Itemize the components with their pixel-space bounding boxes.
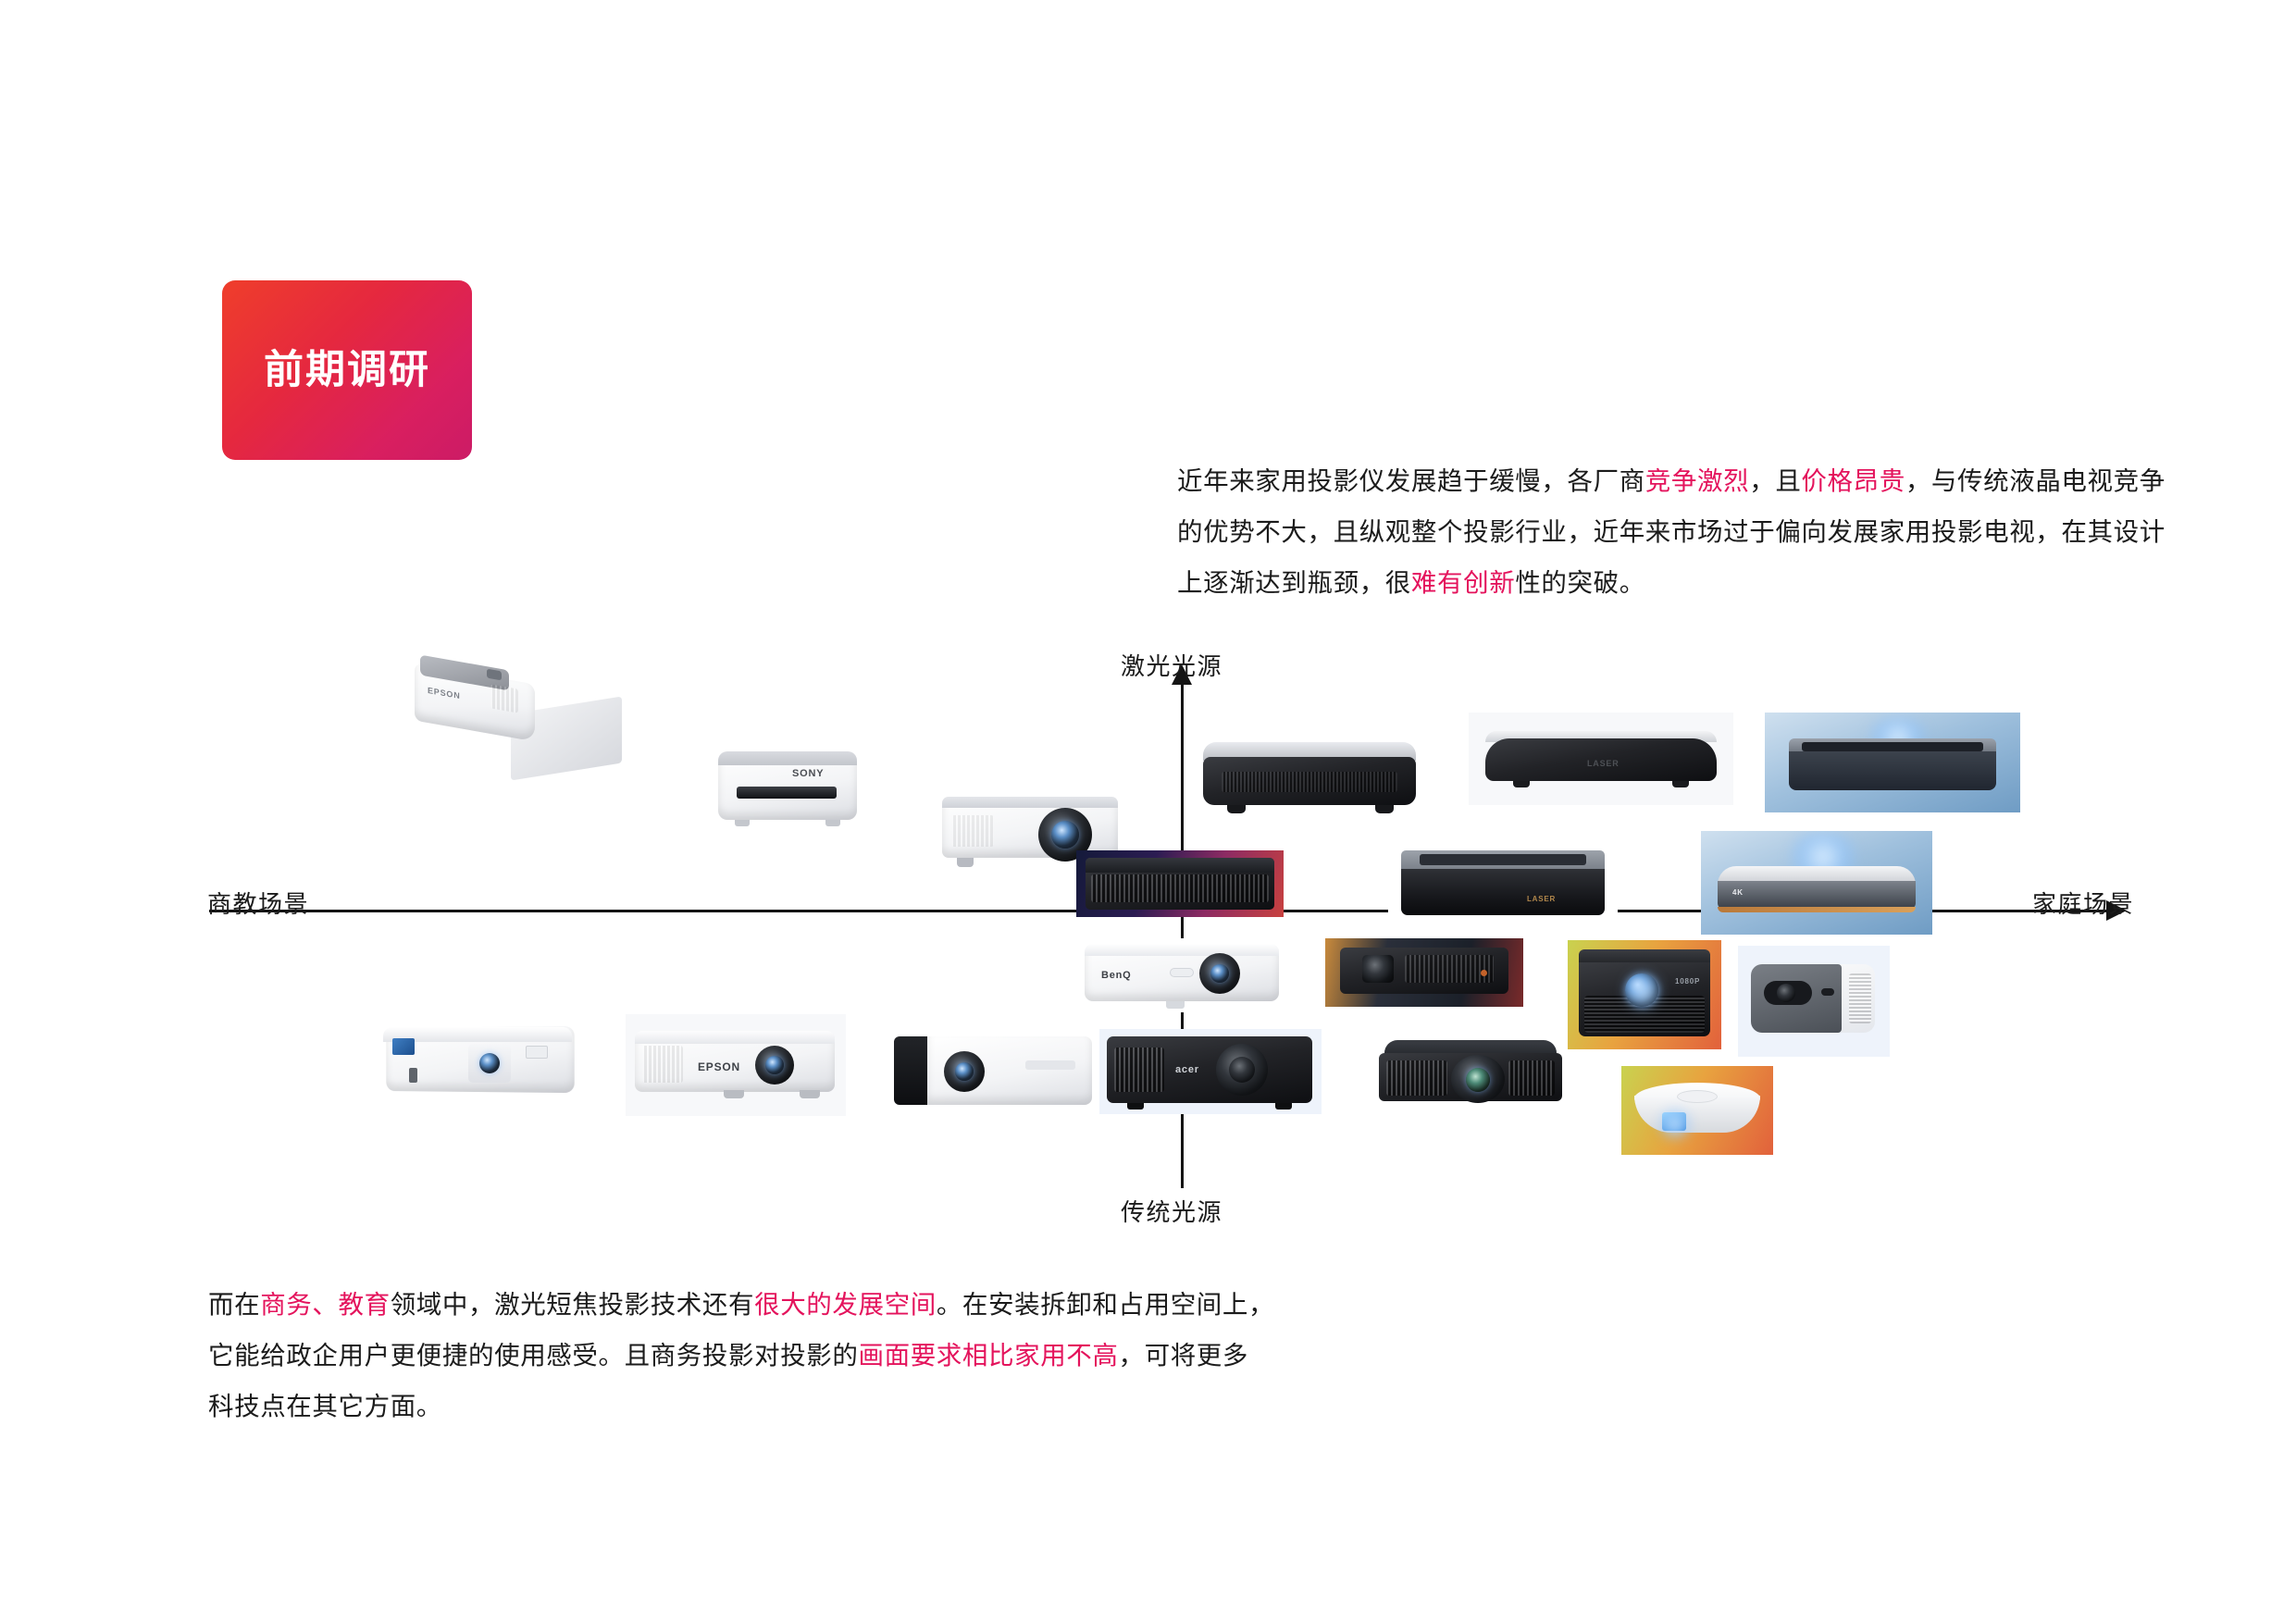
product-image-ust-laser-tv-silver (1194, 724, 1425, 835)
body-text: ，且 (1749, 466, 1802, 495)
product-image-epson-business-white: EPSON (626, 1014, 846, 1116)
body-text: 近年来家用投影仪发展趋于缓慢，各厂商 (1177, 466, 1645, 495)
product-image-laser-tv-black-wide: LASER (1469, 713, 1733, 805)
product-image-epson-ust-wallmount: EPSON (402, 655, 642, 785)
paragraph-line: 近年来家用投影仪发展趋于缓慢，各厂商竞争激烈，且价格昂贵，与传统液晶电视竞争 (1177, 455, 2166, 506)
paragraph-line: 它能给政企用户更便捷的使用感受。且商务投影对投影的画面要求相比家用不高，可将更多 (208, 1330, 1274, 1381)
product-image-laser-tv-grey-box: LASER (1388, 837, 1618, 936)
body-text: 。在安装拆卸和占用空间上， (936, 1290, 1275, 1319)
body-text: 科技点在其它方面。 (208, 1392, 442, 1420)
conclusion-paragraph: 而在商务、教育领域中，激光短焦投影技术还有很大的发展空间。在安装拆卸和占用空间上… (208, 1279, 1274, 1432)
highlighted-text: 难有创新 (1410, 568, 1516, 597)
product-image-xgimi-cube-black: 1080P (1568, 940, 1721, 1049)
body-text: 的优势不大，且纵观整个投影行业，近年来市场过于偏向发展家用投影电视，在其设计 (1177, 517, 2166, 546)
body-text: 上逐渐达到瓶颈，很 (1177, 568, 1411, 597)
highlighted-text: 商务、教育 (260, 1290, 391, 1319)
axis-label-lamp: 传统光源 (1121, 1198, 1223, 1226)
highlighted-text: 画面要求相比家用不高 (858, 1341, 1119, 1370)
axis-arrow-up-icon (1172, 664, 1192, 685)
body-text: 而在 (208, 1290, 261, 1319)
body-text: 性的突破。 (1515, 568, 1645, 597)
highlighted-text: 很大的发展空间 (754, 1290, 937, 1319)
product-image-sony-short-throw: SONY (713, 740, 863, 840)
product-image-business-white-desk (368, 1007, 590, 1118)
axis-arrow-right-icon (2106, 900, 2127, 921)
body-text: 它能给政企用户更便捷的使用感受。且商务投影对投影的 (208, 1341, 859, 1370)
body-text: 领域中，激光短焦投影技术还有 (390, 1290, 755, 1319)
highlighted-text: 价格昂贵 (1801, 466, 1905, 495)
product-image-sony-lamp-white (887, 1027, 1099, 1116)
section-badge-label: 前期调研 (264, 347, 430, 392)
body-text: ，与传统液晶电视竞争 (1905, 466, 2166, 495)
product-image-sony-vpl-xw-black (1076, 850, 1284, 917)
axis-label-business: 商教场景 (207, 890, 310, 918)
vertical-axis (1181, 677, 1184, 1188)
axis-label-laser: 激光光源 (1121, 652, 1223, 680)
paragraph-line: 而在商务、教育领域中，激光短焦投影技术还有很大的发展空间。在安装拆卸和占用空间上… (208, 1279, 1274, 1330)
product-image-round-portable-white (1621, 1066, 1773, 1155)
product-image-sony-vpl-home-black (1370, 1027, 1570, 1116)
intro-paragraph: 近年来家用投影仪发展趋于缓慢，各厂商竞争激烈，且价格昂贵，与传统液晶电视竞争的优… (1177, 455, 2166, 608)
highlighted-text: 竞争激烈 (1644, 466, 1750, 495)
product-image-acer-home-black: acer (1099, 1029, 1322, 1114)
product-image-xiaomi-mi-projector (1738, 946, 1890, 1057)
product-image-laser-tv-blue-bg (1765, 713, 2020, 812)
product-image-ust-4k-silver: 4K (1701, 831, 1932, 935)
body-text: ，可将更多 (1118, 1341, 1248, 1370)
paragraph-line: 上逐渐达到瓶颈，很难有创新性的突破。 (1177, 557, 2166, 608)
paragraph-line: 的优势不大，且纵观整个投影行业，近年来市场过于偏向发展家用投影电视，在其设计 (1177, 506, 2166, 557)
section-badge: 前期调研 (222, 280, 472, 460)
product-image-jmgo-dark-room (1325, 938, 1523, 1007)
paragraph-line: 科技点在其它方面。 (208, 1381, 1274, 1432)
axis-label-home: 家庭场景 (2032, 890, 2135, 918)
product-image-benq-home-white: BenQ (1081, 938, 1283, 1012)
